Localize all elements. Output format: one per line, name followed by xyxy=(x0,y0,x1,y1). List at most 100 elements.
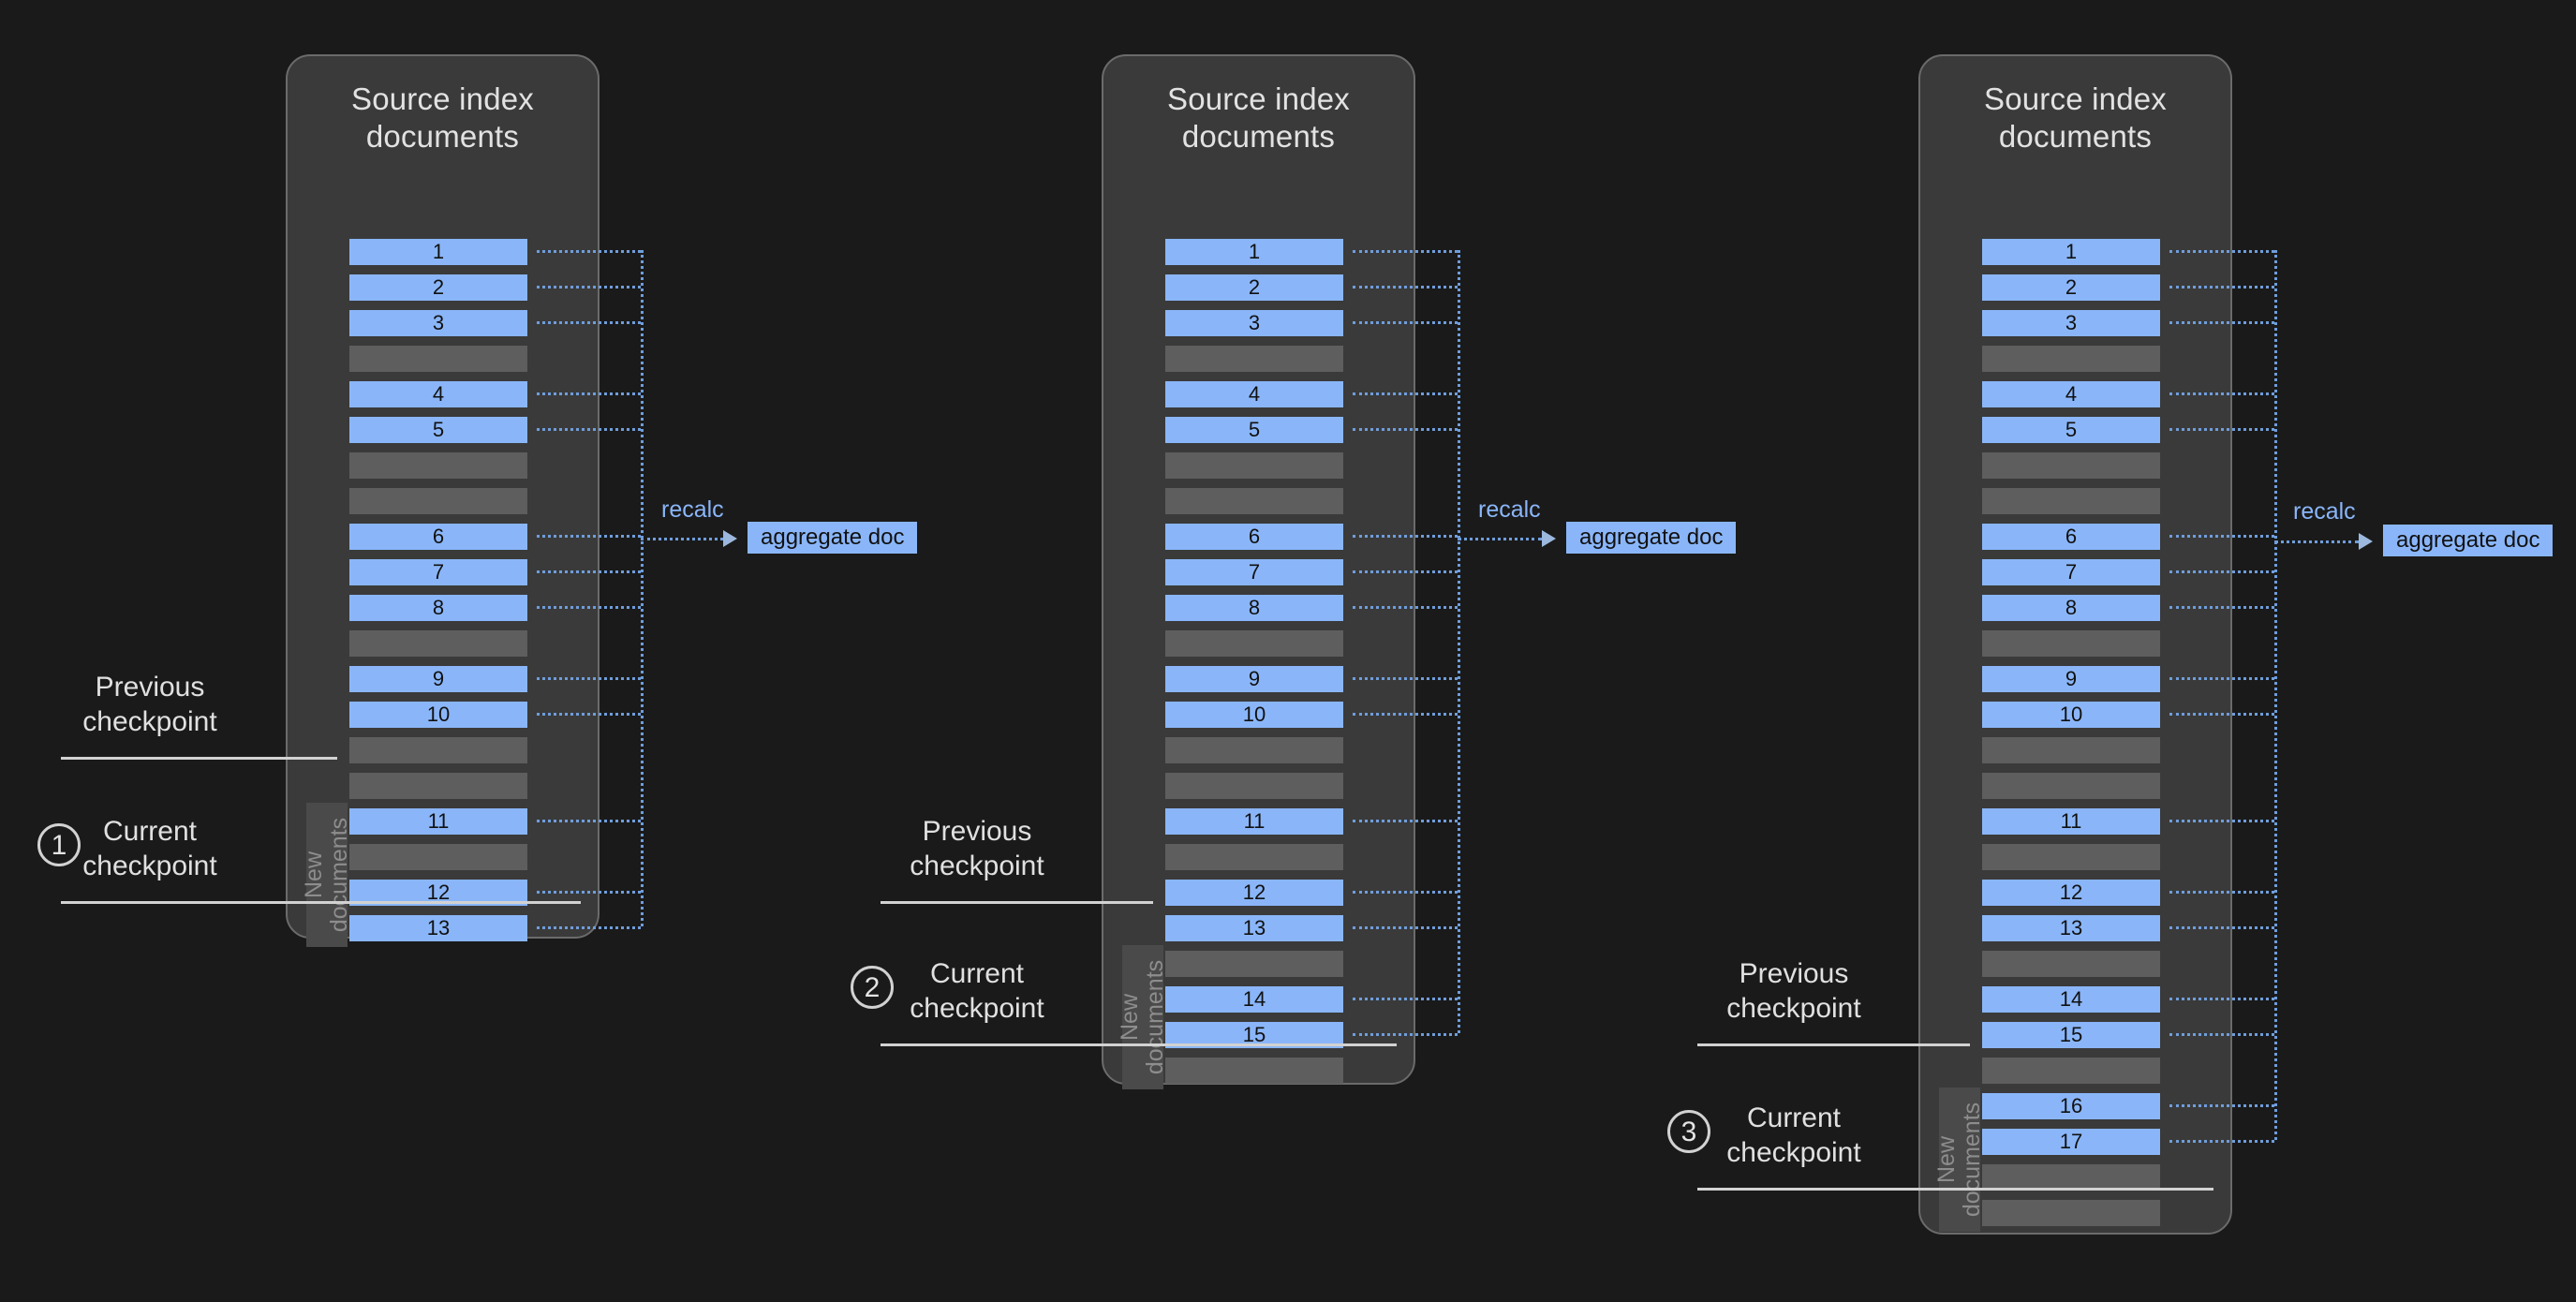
document-row-empty xyxy=(1982,630,2160,657)
new-documents-label-line2: documents xyxy=(1142,959,1168,1075)
previous-checkpoint-label: Previous checkpoint xyxy=(910,816,1044,881)
previous-checkpoint-label: Previous checkpoint xyxy=(1726,958,1861,1024)
document-row-empty xyxy=(1165,452,1343,479)
document-row: 10 xyxy=(349,702,527,728)
aggregate-bus-line xyxy=(641,250,644,926)
document-row-empty xyxy=(1165,346,1343,372)
recalc-arrow-line xyxy=(1458,538,1542,540)
recalc-label[interactable]: recalc xyxy=(2293,498,2356,525)
document-row: 4 xyxy=(1165,381,1343,407)
document-row-empty xyxy=(349,346,527,372)
document-row: 12 xyxy=(1982,880,2160,906)
row-connector xyxy=(537,677,641,680)
document-row: 1 xyxy=(1165,239,1343,265)
document-row: 10 xyxy=(1982,702,2160,728)
row-connector xyxy=(2169,606,2274,609)
aggregate-doc-box[interactable]: aggregate doc xyxy=(2383,525,2554,556)
document-row: 2 xyxy=(349,274,527,301)
document-row-empty xyxy=(1165,630,1343,657)
card-title: Source index documents xyxy=(1983,81,2168,155)
document-row: 14 xyxy=(1982,986,2160,1013)
document-row: 4 xyxy=(1982,381,2160,407)
recalc-arrow-head xyxy=(723,530,737,547)
row-connector xyxy=(2169,1033,2274,1036)
document-row: 17 xyxy=(1982,1129,2160,1155)
document-row-empty xyxy=(1982,951,2160,977)
document-row-empty xyxy=(1982,1058,2160,1084)
row-connector xyxy=(537,535,641,538)
document-row: 2 xyxy=(1165,274,1343,301)
previous-checkpoint-line xyxy=(1697,1043,1970,1046)
row-connector xyxy=(537,570,641,573)
document-row-empty xyxy=(1982,1200,2160,1226)
document-row: 6 xyxy=(349,524,527,550)
step-number-badge-2: 2 xyxy=(851,966,894,1009)
previous-checkpoint-line xyxy=(881,901,1153,904)
recalc-label[interactable]: recalc xyxy=(661,496,724,523)
recalc-label[interactable]: recalc xyxy=(1478,496,1541,523)
row-connector xyxy=(1353,286,1458,289)
row-connector xyxy=(2169,998,2274,1000)
document-row-empty xyxy=(1165,1058,1343,1084)
document-row: 3 xyxy=(349,310,527,336)
row-connector xyxy=(2169,926,2274,929)
aggregate-bus-line xyxy=(2274,250,2277,1140)
row-connector xyxy=(1353,606,1458,609)
row-connector xyxy=(2169,392,2274,395)
row-connector xyxy=(537,286,641,289)
row-connector xyxy=(1353,392,1458,395)
current-checkpoint-line xyxy=(61,901,581,904)
document-row: 7 xyxy=(1165,559,1343,585)
current-checkpoint-label: Current checkpoint xyxy=(910,958,1044,1024)
aggregate-bus-line xyxy=(1458,250,1460,1033)
new-documents-label-line1: New xyxy=(1117,993,1143,1042)
document-row-empty xyxy=(1165,737,1343,763)
document-row: 9 xyxy=(349,666,527,692)
document-row-empty xyxy=(349,452,527,479)
aggregate-doc-box[interactable]: aggregate doc xyxy=(1566,522,1737,554)
row-connector xyxy=(537,321,641,324)
document-row-empty xyxy=(1165,951,1343,977)
document-row: 13 xyxy=(349,915,527,941)
document-row: 11 xyxy=(1982,808,2160,835)
row-connector xyxy=(2169,1140,2274,1143)
document-row-empty xyxy=(349,488,527,514)
document-row-empty xyxy=(349,630,527,657)
document-row: 14 xyxy=(1165,986,1343,1013)
document-row: 11 xyxy=(349,808,527,835)
row-connector xyxy=(1353,820,1458,822)
new-documents-label-line2: documents xyxy=(1959,1102,1985,1218)
row-connector xyxy=(2169,891,2274,894)
document-row-empty xyxy=(1165,844,1343,870)
document-row-empty xyxy=(1982,1164,2160,1191)
row-connector xyxy=(1353,713,1458,716)
row-connector xyxy=(1353,570,1458,573)
document-row: 6 xyxy=(1165,524,1343,550)
aggregate-doc-box[interactable]: aggregate doc xyxy=(748,522,918,554)
document-row: 11 xyxy=(1165,808,1343,835)
document-row: 7 xyxy=(1982,559,2160,585)
document-row-empty xyxy=(1982,452,2160,479)
recalc-arrow-line xyxy=(2274,540,2359,543)
row-connector xyxy=(537,926,641,929)
row-connector xyxy=(1353,998,1458,1000)
document-row: 12 xyxy=(1165,880,1343,906)
row-connector xyxy=(2169,250,2274,253)
document-row: 15 xyxy=(1982,1022,2160,1048)
document-row-empty xyxy=(1165,488,1343,514)
row-connector xyxy=(2169,428,2274,431)
current-checkpoint-label: Current checkpoint xyxy=(82,816,217,881)
document-row: 8 xyxy=(1165,595,1343,621)
row-connector xyxy=(1353,321,1458,324)
document-row: 9 xyxy=(1165,666,1343,692)
row-connector xyxy=(1353,677,1458,680)
document-row-empty xyxy=(349,844,527,870)
row-connector xyxy=(2169,677,2274,680)
